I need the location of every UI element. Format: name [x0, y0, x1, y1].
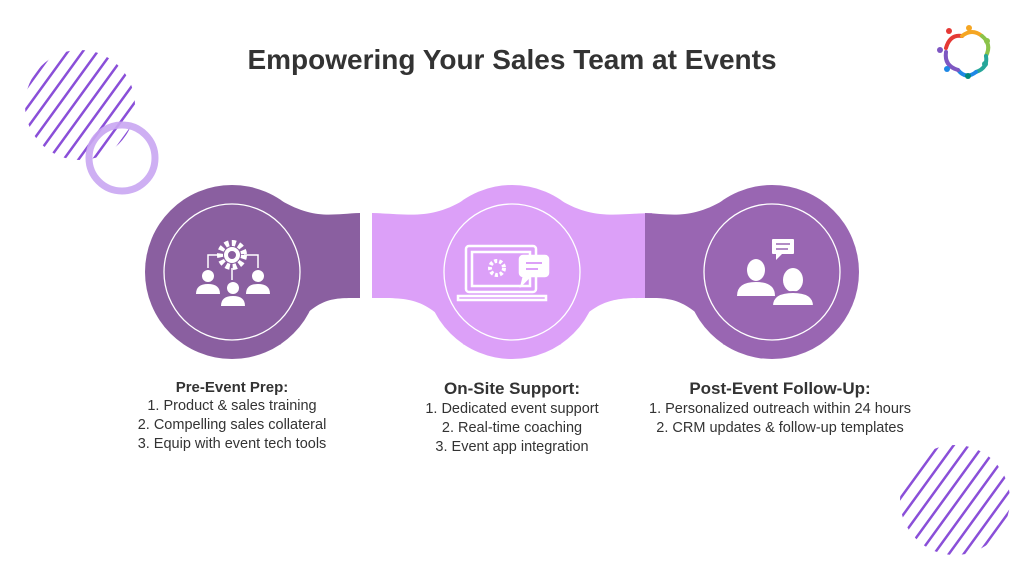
team-gear-icon — [196, 240, 270, 306]
step-3-item: 1. Personalized outreach within 24 hours — [649, 401, 911, 417]
stripe-decoration-bottom-right — [900, 445, 1010, 555]
step-1-item: 3. Equip with event tech tools — [137, 436, 327, 452]
step-1-item: 2. Compelling sales collateral — [137, 417, 327, 433]
step-3-text: Post-Event Follow-Up: 1. Personalized ou… — [645, 378, 915, 438]
step-1-shape — [145, 185, 360, 359]
laptop-gear-chat-icon — [456, 244, 550, 302]
people-conversation-icon — [737, 239, 816, 307]
step-2-item: 1. Dedicated event support — [425, 401, 599, 417]
ring-decoration — [85, 121, 159, 195]
step-3-item: 2. CRM updates & follow-up templates — [656, 420, 904, 436]
step-2-text: On-Site Support: 1. Dedicated event supp… — [382, 378, 642, 457]
step-3-shape — [645, 185, 859, 359]
page-title: Empowering Your Sales Team at Events — [247, 44, 777, 75]
step-1-text: Pre-Event Prep: 1. Product & sales train… — [102, 378, 362, 454]
company-logo — [937, 25, 991, 79]
step-3-heading: Post-Event Follow-Up: — [689, 379, 871, 398]
step-2-heading: On-Site Support: — [444, 379, 580, 398]
stripe-decoration-top-left — [25, 50, 135, 160]
step-2-item: 2. Real-time coaching — [441, 420, 583, 436]
step-2-shape — [372, 185, 652, 359]
step-1-item: 1. Product & sales training — [147, 398, 317, 414]
step-2-item: 3. Event app integration — [435, 439, 589, 455]
step-1-heading: Pre-Event Prep: — [175, 379, 289, 396]
